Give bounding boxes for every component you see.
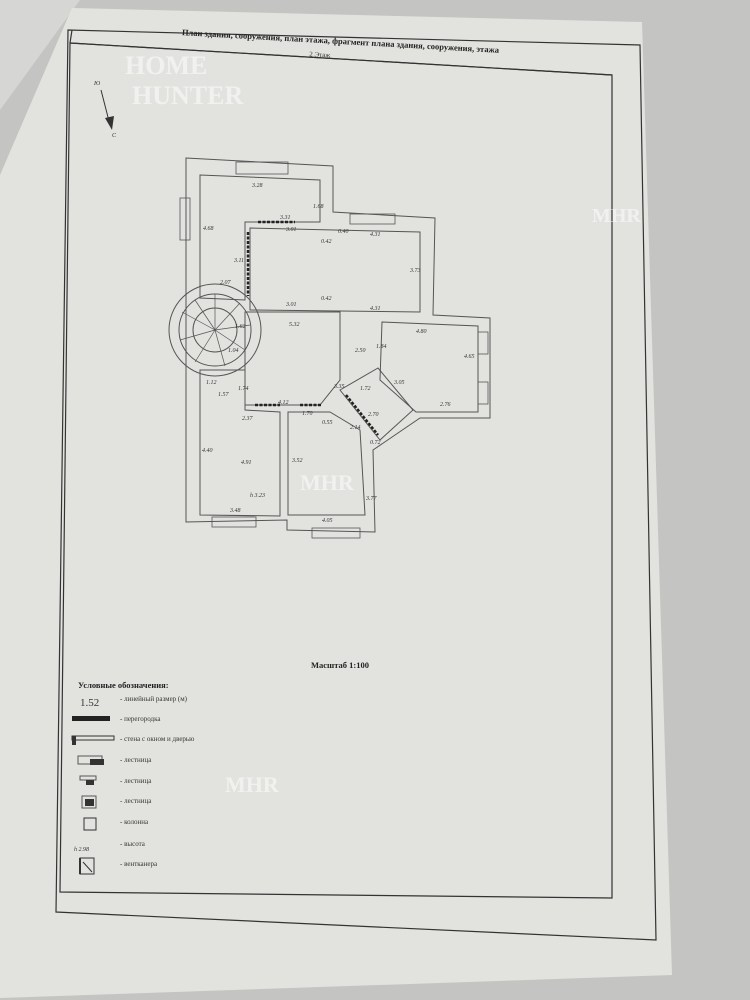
dimension-label: 1.72	[360, 386, 371, 392]
stairs-icon	[79, 775, 97, 785]
dimension-label: 4.65	[464, 353, 475, 360]
vent-chamber-icon	[79, 857, 95, 875]
legend-label: - стена с окном и дверью	[120, 735, 194, 743]
paper-sheet	[0, 8, 672, 998]
legend-title: Условные обозначения:	[78, 680, 169, 690]
dimension-label: 2.70	[368, 412, 379, 418]
dimension-label: 3.52	[291, 458, 303, 464]
under-sheet	[0, 0, 80, 110]
dimension-label: 3.31	[279, 215, 291, 221]
dimension-label: 2.07	[220, 280, 232, 286]
north-arrow-icon: Ю С	[93, 81, 117, 139]
dimension-label: 3.73	[409, 268, 421, 274]
watermark-logo: MHR	[592, 205, 641, 227]
dimension-label: 1.70	[302, 411, 313, 417]
dimension-label: 3.48	[229, 507, 241, 514]
scale-label: Масштаб 1:100	[311, 660, 369, 670]
dimension-label: 3.01	[285, 227, 297, 233]
dimension-labels: 3.28 1.68 4.68 3.31 3.01 0.42 0.40 4.31 …	[202, 183, 475, 524]
watermark-logo: MHR	[225, 772, 280, 797]
dimension-label: 0.72	[370, 440, 381, 446]
dimension-label: 1.04	[228, 347, 239, 354]
dimension-label: 1.12	[206, 380, 217, 386]
legend-label: - колонна	[120, 818, 149, 826]
dimension-label: 3.28	[251, 183, 263, 189]
dimension-label: 4.68	[203, 225, 214, 232]
dimension-label: 1.62	[235, 324, 246, 330]
legend-label: - лестница	[120, 797, 152, 805]
dimension-label: 1.57	[218, 392, 230, 398]
legend-label: - вентканера	[120, 860, 158, 868]
dimension-label: 1.84	[376, 343, 387, 350]
watermark-logo: MHR	[300, 470, 355, 495]
legend-label: - линейный размер (м)	[120, 695, 188, 703]
compass-north-label: С	[112, 133, 117, 139]
watermark-text: HUNTER	[132, 81, 243, 110]
compass-south-label: Ю	[93, 81, 101, 87]
height-sample: h 2.98	[74, 847, 89, 853]
partition-icon	[72, 716, 110, 721]
dimension-label: 0.42	[321, 238, 332, 245]
dimension-label: 1.74	[238, 385, 249, 392]
dimension-label: 2.14	[350, 424, 361, 431]
dimension-label: 5.32	[289, 322, 300, 328]
floor-label: 2 Этаж	[309, 50, 331, 59]
wall-window-door-icon	[71, 735, 115, 745]
drawing-frame	[55, 29, 657, 941]
dimension-label: 0.40	[338, 228, 349, 235]
dimension-label: 4.80	[416, 328, 427, 335]
dimension-label: 3.11	[233, 258, 244, 264]
dimension-label: 2.37	[242, 416, 254, 422]
height-label: h 3.23	[250, 493, 265, 499]
dimension-label: 3.05	[393, 380, 405, 386]
dimension-label: 0.55	[322, 420, 333, 426]
dimension-label: 4.31	[370, 231, 381, 238]
legend-label: - перегородка	[120, 715, 161, 723]
dimension-label: 3.01	[285, 302, 297, 308]
stairs-icon	[81, 795, 97, 809]
dimension-label: 4.31	[370, 305, 381, 312]
legend-label: - лестница	[120, 756, 152, 764]
dimension-label: 4.91	[241, 459, 252, 466]
dimension-label: 1.68	[313, 204, 324, 210]
dimension-label: 3.77	[365, 496, 378, 502]
dimension-sample: 1.52	[80, 697, 99, 709]
legend: Условные обозначения: 1.52 - линейный ра…	[71, 680, 194, 875]
watermark-text: HOME	[125, 51, 207, 80]
dimension-label: 4.05	[322, 517, 333, 524]
dimension-label: 3.35	[333, 384, 345, 390]
dimension-label: 2.50	[355, 348, 366, 354]
floor-plan	[168, 157, 491, 539]
dimension-label: 4.12	[278, 399, 289, 406]
dimension-label: 4.40	[202, 447, 213, 454]
stairs-icon	[77, 755, 104, 765]
column-icon	[83, 817, 97, 831]
dimension-label: 2.76	[440, 402, 451, 408]
legend-label: - высота	[120, 840, 146, 848]
legend-label: - лестница	[120, 777, 152, 785]
dimension-label: 0.42	[321, 295, 332, 302]
